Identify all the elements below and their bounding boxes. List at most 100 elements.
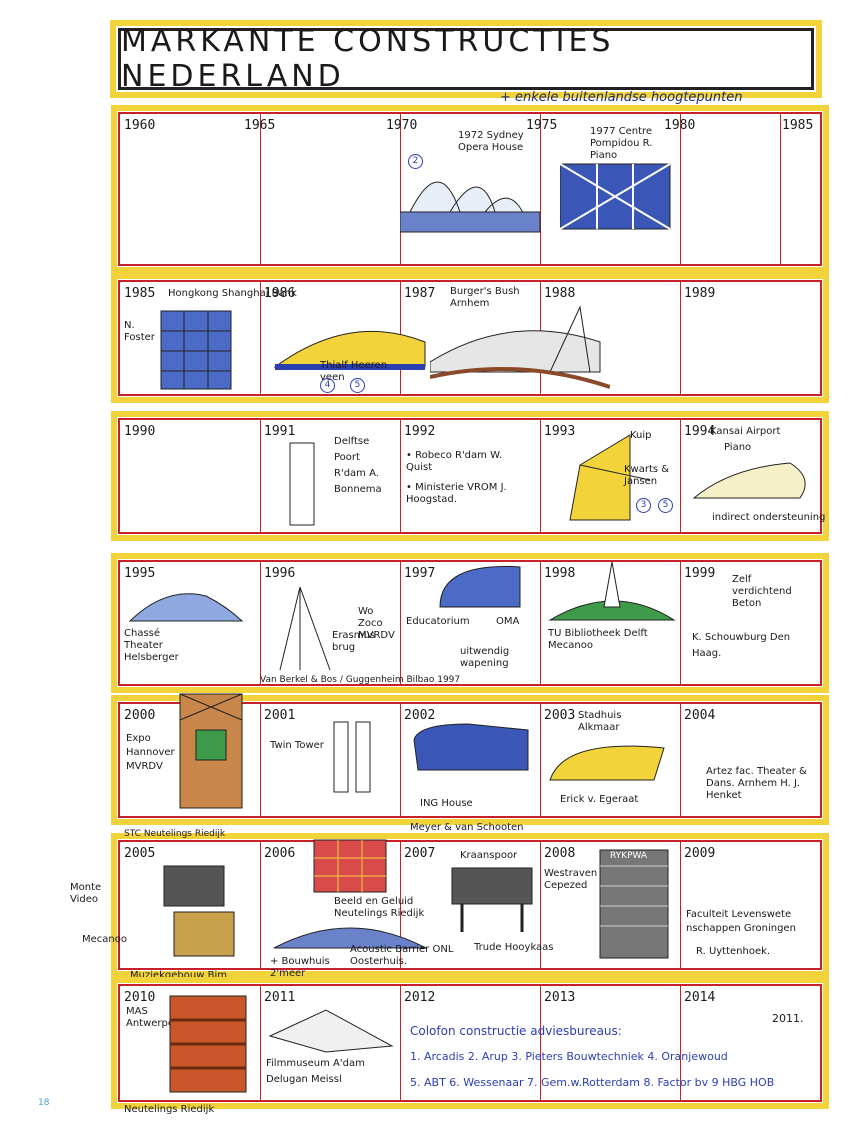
stadhuis-sketch — [549, 745, 665, 781]
burgers-bush-sketch — [430, 305, 610, 389]
wozoco-label: Wo Zoco MVRDV — [358, 606, 395, 641]
year-label: 1997 — [404, 566, 436, 581]
year-label: 1985 — [124, 286, 156, 301]
kansai-sketch — [692, 462, 806, 499]
mas-sketch — [169, 995, 247, 1093]
neutelings-label: Neutelings Riedijk — [124, 1104, 215, 1115]
page-title: MARKANTE CONSTRUCTIES NEDERLAND — [121, 24, 615, 94]
year-label: 2004 — [684, 708, 716, 723]
beeld-geluid-label: Beeld en Geluid Neutelings Riedijk — [334, 896, 425, 919]
wapening-label: uitwendig wapening — [460, 646, 510, 669]
adviser-badge: 3 — [636, 498, 651, 513]
support-label: indirect ondersteuning — [712, 512, 826, 523]
year-label: 1994 — [684, 424, 716, 439]
pompidou-label: 1977 Centre Pompidou R. Piano — [590, 126, 653, 161]
muziekgebouw-label: Muziekgebouw Bim — [130, 970, 227, 981]
expo-sketch — [179, 693, 243, 809]
delftse-poort-label: Delftse Poort R'dam A. Bonnema — [334, 436, 382, 495]
year-label: 2006 — [264, 846, 296, 861]
year-label: 2010 — [124, 990, 156, 1005]
year-label: 2008 — [544, 846, 576, 861]
timeline-row-1985: 1985 1986 1987 1988 1989 Hongkong Shangh… — [111, 273, 829, 403]
adviser-badge: 5 — [350, 378, 365, 393]
year-label: 1988 — [544, 286, 576, 301]
year-label: 2007 — [404, 846, 436, 861]
filmmuseum-label: Filmmuseum A'dam Delugan Meissl — [266, 1058, 365, 1085]
timeline-row-2000: 2000 2001 2002 2003 2004 Expo Hannover M… — [111, 693, 829, 833]
timeline-row-2010: 2010 2011 2012 2013 2014 MAS Antwerpen N… — [111, 977, 829, 1115]
adviser-badge: 2 — [408, 154, 423, 169]
westraven-label: Westraven Cepezed — [544, 868, 598, 891]
stc-sketch — [163, 865, 235, 957]
pompidou-sketch — [560, 163, 671, 230]
bouwhuis-label: + Bouwhuis 2'meer — [270, 956, 330, 979]
mecanoo-label: Mecanoo — [82, 934, 127, 945]
title-box: MARKANTE CONSTRUCTIES NEDERLAND — [110, 20, 822, 98]
stadhuis-label: Stadhuis Alkmaar — [578, 710, 622, 733]
colofon: Colofon constructie adviesbureaus: 1. Ar… — [410, 1018, 774, 1096]
year-label: 1995 — [124, 566, 156, 581]
chasse-label: Chassé Theater Helsberger — [124, 628, 179, 663]
foster-label: N. Foster — [124, 320, 155, 343]
timeline-row-1990: 1990 1991 1992 1993 1994 Delftse Poort R… — [111, 411, 829, 541]
vrom-label: • Ministerie VROM J. Hoogstad. — [406, 482, 507, 505]
filmmuseum-sketch — [268, 1009, 394, 1053]
twin-tower-sketch — [333, 721, 371, 793]
colofon-line-1: 1. Arcadis 2. Arup 3. Pieters Bouwtechni… — [410, 1050, 728, 1063]
year-label: 1986 — [264, 286, 296, 301]
timeline-row-1960: 1960 1965 1970 1975 1980 1985 1972 Sydne… — [111, 105, 829, 273]
year-label: 1996 — [264, 566, 296, 581]
colofon-heading: Colofon constructie adviesbureaus: — [410, 1024, 622, 1038]
robeco-label: • Robeco R'dam W. Quist — [406, 450, 503, 473]
year-label: 1985 — [782, 118, 814, 133]
burgers-bush-label: Burger's Bush Arnhem — [450, 286, 520, 309]
kraanspoor-label: Kraanspoor — [460, 850, 518, 861]
year-label: 2002 — [404, 708, 436, 723]
year-label: 2009 — [684, 846, 716, 861]
piano-label: Piano — [724, 442, 752, 453]
year-label: 1992 — [404, 424, 436, 439]
year-label: 1993 — [544, 424, 576, 439]
tu-bibliotheek-label: TU Bibliotheek Delft Mecanoo — [548, 628, 648, 651]
sydney-opera-sketch — [400, 181, 541, 233]
year-label: 1991 — [264, 424, 296, 439]
year-label: 2013 — [544, 990, 576, 1005]
kraanspoor-sketch — [451, 867, 533, 932]
thialf-label: Thialf Heeren veen — [320, 360, 388, 383]
expo-label: Expo Hannover MVRDV — [126, 733, 175, 772]
signature: 2011. — [772, 1012, 804, 1025]
ing-house-label: ING House — [420, 798, 473, 809]
kuip-label: Kuip — [630, 430, 652, 441]
year-label: 2014 — [684, 990, 716, 1005]
trude-label: Trude Hooykaas — [474, 942, 554, 953]
year-label: 2000 — [124, 708, 156, 723]
year-label: 1970 — [386, 118, 418, 133]
bilbao-label: Van Berkel & Bos / Guggenheim Bilbao 199… — [260, 675, 461, 685]
year-label: 2005 — [124, 846, 156, 861]
year-label: 1965 — [244, 118, 276, 133]
uyttenhoek-label: R. Uyttenhoek. — [696, 946, 771, 957]
year-label: 2001 — [264, 708, 296, 723]
ing-house-sketch — [413, 723, 529, 771]
egeraat-label: Erick v. Egeraat — [560, 794, 639, 805]
acoustic-barrier-label: Acoustic Barrier ONL Oosterhuis. — [350, 944, 454, 967]
delftse-poort-sketch — [289, 442, 315, 526]
year-label: 1998 — [544, 566, 576, 581]
year-label: 1989 — [684, 286, 716, 301]
year-label: 2011 — [264, 990, 296, 1005]
stc-label: STC Neutelings Riedijk — [124, 829, 226, 839]
timeline-row-1995: 1995 1996 1997 1998 1999 Chassé Theater … — [111, 553, 829, 693]
beeld-geluid-sketch — [313, 839, 387, 893]
year-label: 1980 — [664, 118, 696, 133]
monte-video-label: Monte Video — [70, 882, 102, 905]
schouwburg-label: K. Schouwburg Den Haag. — [692, 632, 791, 659]
oma-label: OMA — [496, 616, 520, 627]
year-label: 1975 — [526, 118, 558, 133]
tu-bibliotheek-sketch — [548, 562, 676, 621]
sydney-opera-label: 1972 Sydney Opera House — [458, 130, 524, 153]
adviser-badge: 5 — [658, 498, 673, 513]
educatorium-sketch — [439, 566, 521, 608]
kansai-label: Kansai Airport — [710, 426, 781, 437]
thialf-sketch — [273, 330, 426, 370]
beton-label: Zelf verdichtend Beton — [732, 574, 792, 609]
